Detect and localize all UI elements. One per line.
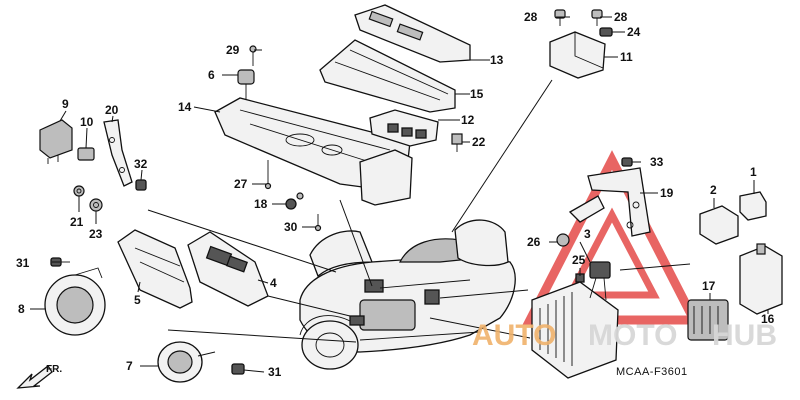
callout-21: 21: [70, 215, 84, 229]
callout-28-left: 28: [524, 10, 538, 24]
callout-5: 5: [134, 293, 141, 307]
part-11-module: [549, 31, 606, 79]
part-7-horn: [157, 341, 216, 383]
part-23-washer: [89, 198, 103, 212]
part-18-grommet: [285, 192, 304, 210]
watermark-text: AUTO MOTO HUB: [472, 319, 777, 352]
part-13-cover: [354, 4, 471, 63]
callout-24: 24: [627, 25, 641, 39]
callout-15: 15: [470, 87, 484, 101]
part-5-cover: [117, 229, 193, 309]
callout-19: 19: [660, 186, 674, 200]
part-20-stay: [103, 119, 133, 187]
part-24-clip: [599, 27, 613, 37]
motorcycle-illustration: [299, 219, 516, 370]
part-8-horn: [44, 267, 106, 336]
callout-27: 27: [234, 177, 248, 191]
callout-10: 10: [80, 115, 94, 129]
callout-33: 33: [650, 155, 664, 169]
callout-31-left: 31: [16, 256, 30, 270]
watermark-text-hub: HUB: [712, 319, 777, 352]
callout-3: 3: [584, 227, 591, 241]
callout-13: 13: [490, 53, 504, 67]
callout-18: 18: [254, 197, 268, 211]
callout-4: 4: [270, 276, 277, 290]
part-29-bolt: [249, 45, 257, 66]
callout-14: 14: [178, 100, 192, 114]
part-30-screw: [314, 214, 322, 232]
callout-32: 32: [134, 157, 148, 171]
part-6-connector: [237, 69, 255, 100]
callout-25: 25: [572, 253, 586, 267]
part-16-box: [739, 243, 783, 315]
callout-8: 8: [18, 302, 25, 316]
part-32-bolt: [135, 179, 147, 191]
callout-11: 11: [620, 50, 633, 64]
callout-29: 29: [226, 43, 240, 57]
part-33-bolt: [621, 157, 633, 167]
callout-16: 16: [761, 312, 775, 326]
part-17-connector: [687, 299, 729, 341]
part-9-relay: [39, 119, 73, 164]
watermark-text-moto: MOTO: [588, 319, 677, 352]
diagram-code: MCAA-F3601: [616, 366, 688, 378]
callout-22: 22: [472, 135, 486, 149]
callout-6: 6: [208, 68, 215, 82]
callout-28-right: 28: [614, 10, 628, 24]
part-12-ecu: [359, 109, 439, 206]
callout-9: 9: [62, 97, 69, 111]
watermark-text-auto: AUTO: [472, 319, 556, 352]
callout-1: 1: [750, 165, 757, 179]
callout-26: 26: [527, 235, 541, 249]
part-27-screw: [264, 160, 272, 190]
front-direction-arrow: FR.: [16, 364, 62, 389]
part-3-regulator: [531, 261, 619, 379]
callout-23: 23: [89, 227, 103, 241]
part-15-tray: [319, 39, 456, 113]
part-19-bracket: [568, 167, 651, 237]
callout-20: 20: [105, 103, 119, 117]
callout-31-right: 31: [268, 365, 282, 379]
part-2-relay: [699, 205, 739, 245]
callout-7: 7: [126, 359, 133, 373]
callout-17: 17: [702, 279, 716, 293]
leader-lines: [30, 16, 769, 373]
callout-12: 12: [461, 113, 475, 127]
part-1-fuse: [739, 191, 767, 221]
part-10-clip: [77, 147, 95, 161]
part-26-grommet: [556, 233, 570, 247]
part-31-bolt-right: [231, 363, 245, 375]
direction-label: FR.: [46, 364, 62, 375]
part-28-screw-a: [554, 9, 566, 26]
part-4-unit: [187, 231, 269, 307]
part-21-nut: [73, 185, 85, 197]
part-28-screw-b: [591, 9, 603, 26]
callout-30: 30: [284, 220, 298, 234]
callout-2: 2: [710, 183, 717, 197]
callout-labels: 29 6 14 13 15 12 22 27 18 30 28 28 24 11…: [16, 10, 775, 379]
part-22-bolt: [451, 133, 463, 152]
